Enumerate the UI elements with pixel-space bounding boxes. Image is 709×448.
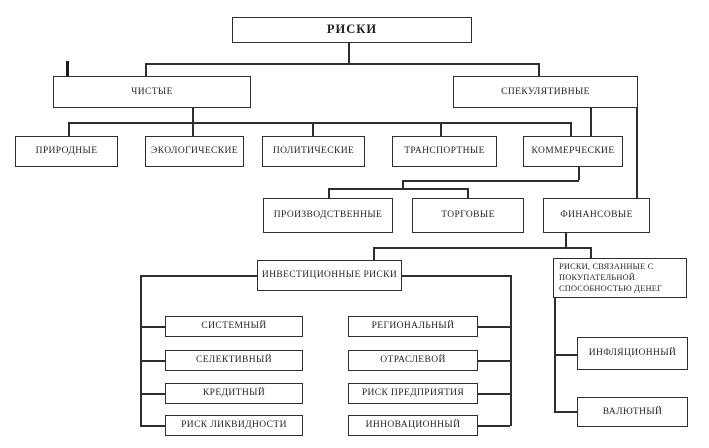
node-riski: РИСКИ	[232, 17, 472, 43]
connector-line	[68, 122, 571, 124]
connector-line	[140, 326, 165, 328]
connector-line	[140, 360, 165, 362]
connector-line	[402, 275, 510, 277]
connector-line	[348, 43, 350, 63]
connector-line	[467, 188, 469, 198]
connector-line	[510, 275, 512, 426]
connector-line	[328, 188, 330, 198]
connector-line	[590, 247, 592, 258]
node-sistemnyj: СИСТЕМНЫЙ	[165, 316, 303, 337]
connector-line	[402, 180, 404, 189]
node-torgovye: ТОРГОВЫЕ	[412, 198, 524, 233]
connector-line	[478, 326, 510, 328]
connector-line	[478, 360, 510, 362]
connector-line	[140, 275, 142, 426]
connector-line	[373, 247, 375, 260]
node-otraslevoj: ОТРАСЛЕВОЙ	[348, 350, 478, 371]
connector-line	[145, 63, 147, 76]
node-kreditnyj: КРЕДИТНЫЙ	[165, 383, 303, 404]
connector-line	[565, 233, 567, 247]
connector-line	[140, 425, 165, 427]
connector-line	[140, 393, 165, 395]
connector-line	[554, 411, 577, 413]
node-risk-likvidnosti: РИСК ЛИКВИДНОСТИ	[165, 415, 303, 436]
connector-line	[373, 247, 591, 249]
connector-line	[636, 108, 638, 198]
connector-line	[328, 188, 467, 190]
node-politicheskie: ПОЛИТИЧЕСКИЕ	[262, 136, 365, 167]
node-inflyacionnyj: ИНФЛЯЦИОННЫЙ	[577, 337, 688, 370]
connector-line	[68, 122, 70, 136]
connector-line	[402, 180, 579, 182]
connector-line	[570, 122, 572, 136]
connector-line	[145, 63, 539, 65]
node-selektivnyj: СЕЛЕКТИВНЫЙ	[165, 350, 303, 371]
node-innovacionnyj: ИННОВАЦИОННЫЙ	[348, 415, 478, 436]
node-ekologicheskie: ЭКОЛОГИЧЕСКИЕ	[145, 136, 244, 167]
node-investicionnye-riski: ИНВЕСТИЦИОННЫЕ РИСКИ	[257, 260, 402, 291]
node-riski-pokupatelnoy-sposobnosti: РИСКИ, СВЯЗАННЫЕ С ПОКУПАТЕЛЬНОЙ СПОСОБН…	[553, 258, 687, 298]
node-spekulyativnye: СПЕКУЛЯТИВНЫЕ	[453, 76, 638, 108]
node-proizvodstvennye: ПРОИЗВОДСТВЕННЫЕ	[263, 198, 393, 233]
connector-line	[440, 122, 442, 136]
connector-line	[554, 354, 577, 356]
connector-line	[140, 275, 257, 277]
connector-line	[578, 167, 580, 180]
connector-line	[538, 63, 540, 76]
connector-line	[478, 425, 510, 427]
node-chistye: ЧИСТЫЕ	[53, 76, 251, 108]
connector-line	[478, 393, 510, 395]
node-regionalnyj: РЕГИОНАЛЬНЫЙ	[348, 316, 478, 337]
connector-line	[312, 122, 314, 136]
node-transportnye: ТРАНСПОРТНЫЕ	[392, 136, 497, 167]
node-finansovye: ФИНАНСОВЫЕ	[543, 198, 650, 233]
node-prirodnye: ПРИРОДНЫЕ	[15, 136, 118, 167]
connector-line	[590, 108, 592, 136]
tick-mark	[66, 61, 69, 77]
node-valyutnyj: ВАЛЮТНЫЙ	[577, 397, 688, 427]
node-risk-predpriyatiya: РИСК ПРЕДПРИЯТИЯ	[348, 383, 478, 404]
node-kommercheskie: КОММЕРЧЕСКИЕ	[523, 136, 623, 167]
